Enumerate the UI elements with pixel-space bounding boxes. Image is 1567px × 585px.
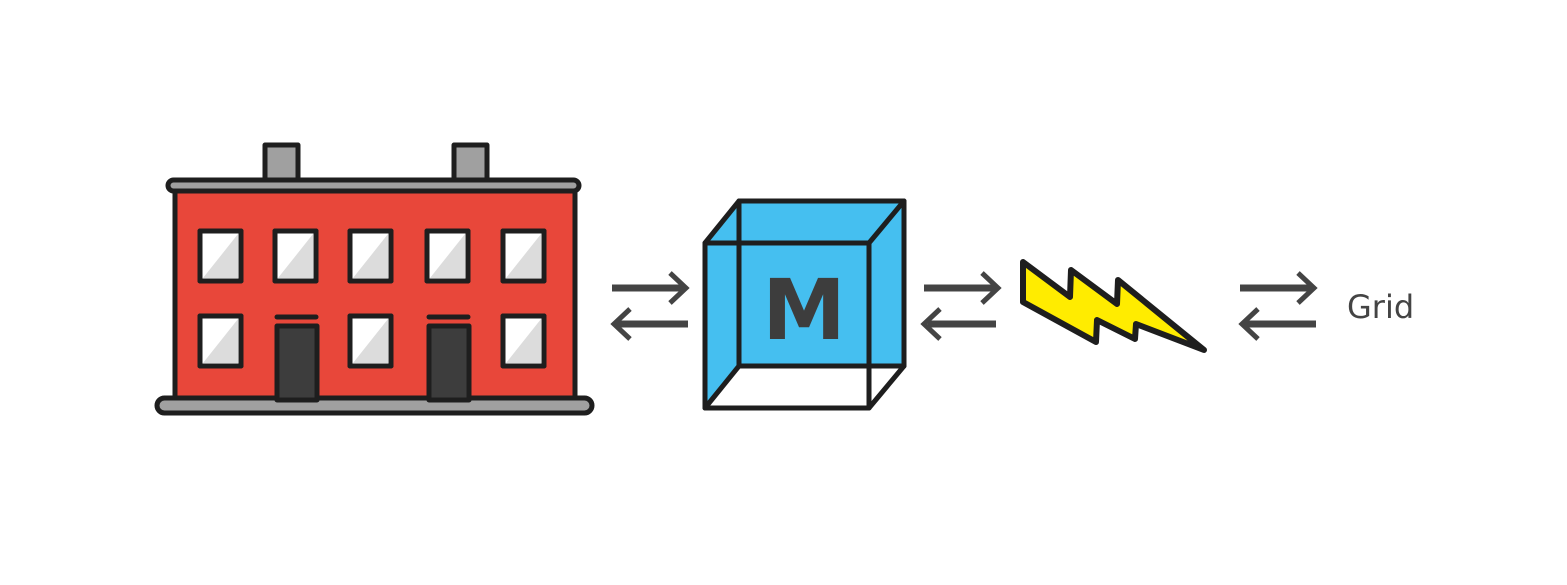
bidirectional-arrows-icon: [610, 271, 690, 341]
door: [274, 314, 320, 403]
bidirectional-arrows-icon: [1238, 271, 1318, 341]
window: [347, 228, 394, 284]
building-wall: [172, 183, 578, 407]
window: [500, 228, 547, 284]
building-base: [154, 395, 595, 416]
cube-letter: M: [762, 261, 846, 359]
roof-ledge: [165, 177, 582, 194]
window: [347, 313, 394, 369]
grid-label: Grid: [1347, 288, 1414, 326]
window: [197, 313, 244, 369]
window: [272, 228, 319, 284]
window: [500, 313, 547, 369]
chimney-right: [451, 142, 490, 186]
window: [424, 228, 471, 284]
meter-cube-icon: M: [702, 198, 907, 411]
chimney-left: [262, 142, 301, 186]
door: [426, 314, 472, 403]
building-icon: [154, 142, 595, 416]
bidirectional-arrows-icon: [920, 271, 1002, 341]
window: [197, 228, 244, 284]
lightning-bolt-icon: [1020, 259, 1207, 353]
